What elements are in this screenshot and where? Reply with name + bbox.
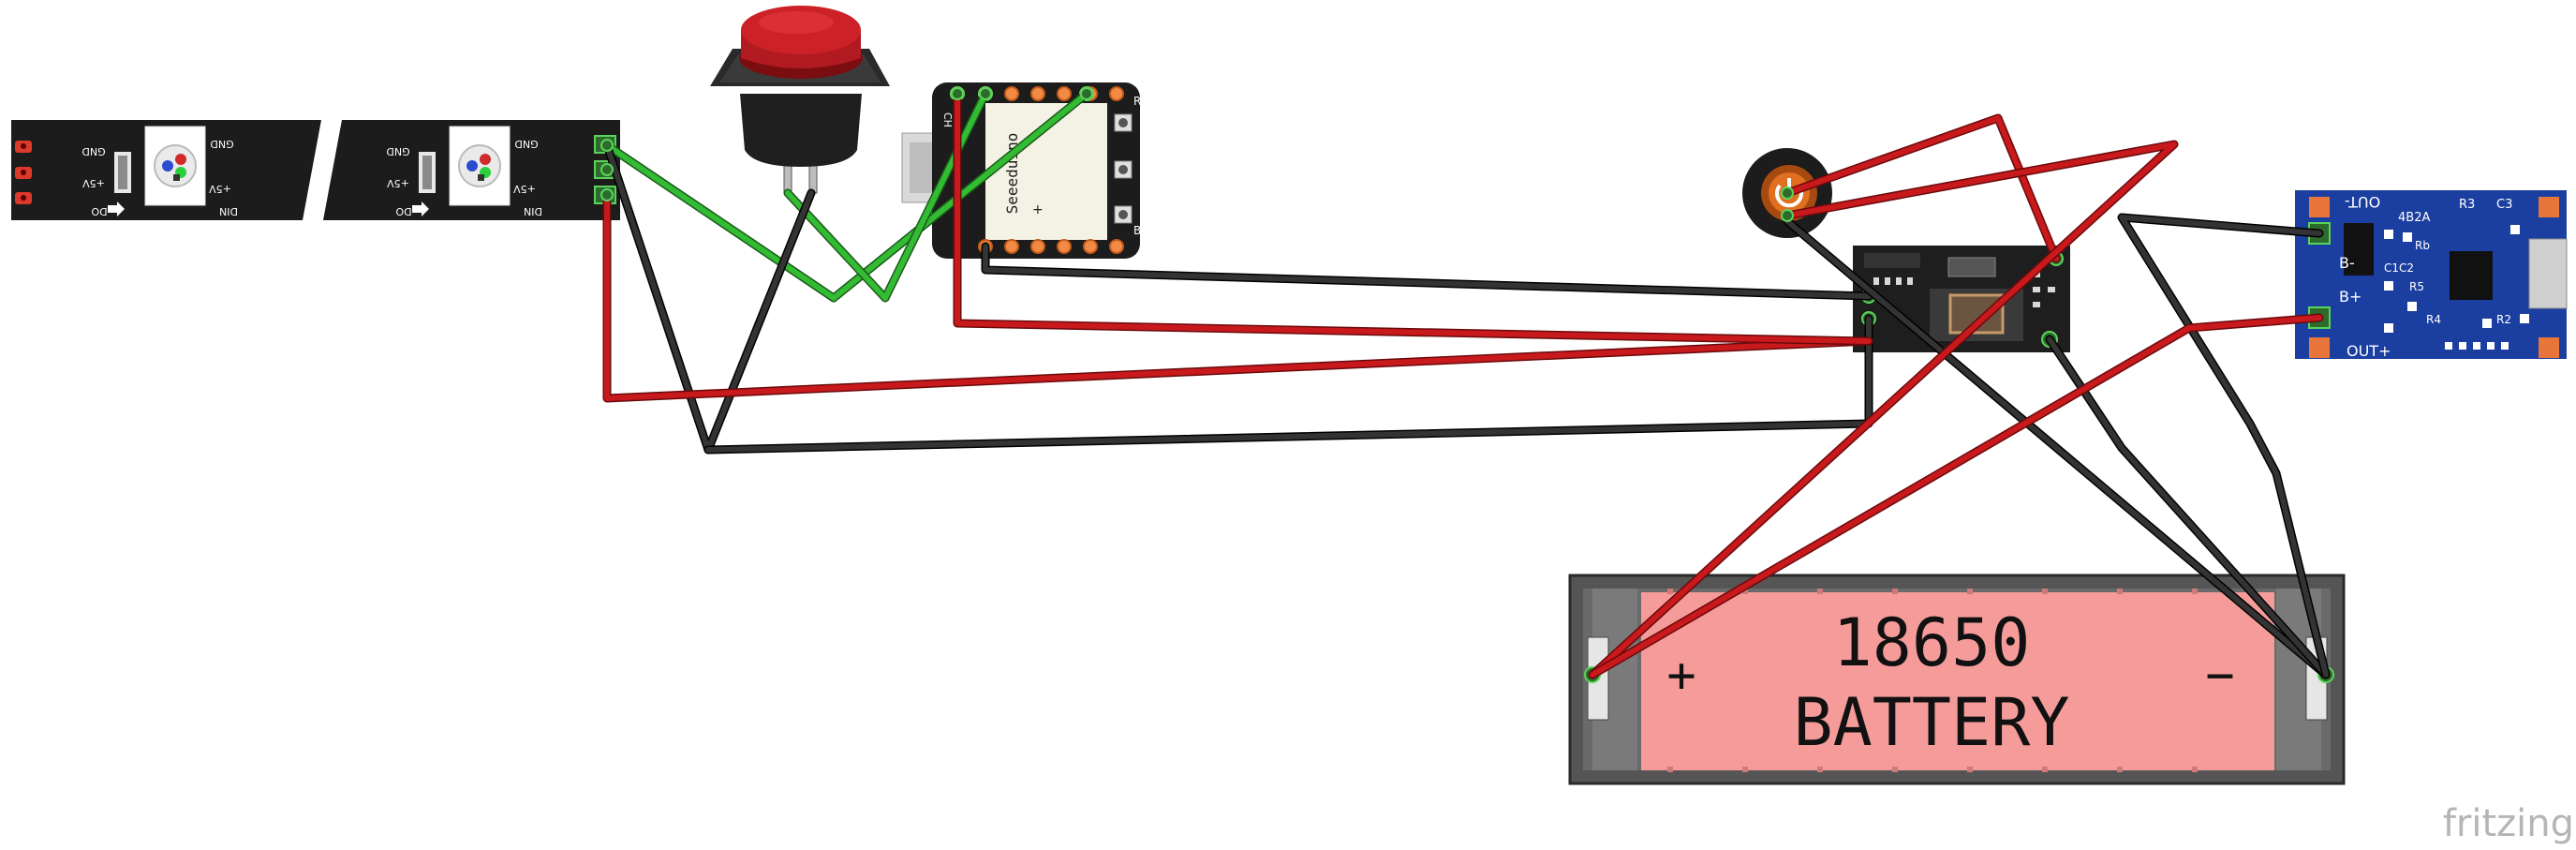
led1-din: DIN: [219, 205, 238, 217]
led1-gnd-left: GND: [81, 145, 105, 157]
mcu-plus: +: [1032, 202, 1044, 217]
led-unit-1: GND +5V DO GND +5V DIN: [81, 126, 238, 217]
charger-b-plus: B+: [2339, 288, 2361, 306]
led1-5v-right: +5V: [209, 183, 231, 195]
led2-do: DO: [395, 205, 411, 217]
mcu-pin-r: R: [1133, 95, 1141, 108]
fritzing-watermark: fritzing: [2443, 802, 2574, 845]
led2-gnd-left: GND: [386, 145, 409, 157]
battery-line1: 18650: [1833, 604, 2031, 681]
charger-module: OUT- B- B+ OUT+ R3 C3 4B2A Rb C1C2 R5 R4…: [2295, 190, 2568, 360]
charger-b-minus: B-: [2339, 254, 2355, 272]
battery-body: [1641, 592, 2274, 770]
charger-c1c2: C1C2: [2384, 261, 2414, 275]
led1-gnd-right: GND: [210, 138, 233, 150]
led2-5v-right: +5V: [513, 183, 536, 195]
charger-out-minus: OUT-: [2345, 193, 2380, 211]
led1-5v-left: +5V: [82, 177, 105, 189]
mcu-pin-ch: CH: [941, 112, 954, 127]
charger-r5: R5: [2409, 280, 2424, 293]
charger-rb: Rb: [2415, 239, 2430, 252]
charger-out-plus: OUT+: [2347, 342, 2391, 360]
led2-gnd-right: GND: [514, 138, 538, 150]
charger-ic-code: 4B2A: [2398, 211, 2430, 225]
battery-minus-label: −: [2205, 648, 2234, 704]
charger-r2: R2: [2496, 313, 2511, 326]
charger-c3: C3: [2496, 198, 2512, 212]
led-unit-2: GND +5V DO GND +5V DIN: [386, 126, 542, 217]
microcontroller-board: Seeeduino R B CH +: [901, 82, 1141, 259]
wires: [600, 87, 2331, 679]
led2-5v-left: +5V: [387, 177, 409, 189]
push-button[interactable]: [710, 6, 890, 194]
charger-r3: R3: [2459, 198, 2475, 212]
mcu-pin-b: B: [1133, 224, 1141, 237]
led-strip: GND +5V DO GND +5V DIN GND +5V DO GND +5…: [11, 120, 620, 220]
battery-holder: 18650 BATTERY + −: [1568, 574, 2346, 785]
wire-black-strip-gnd[interactable]: [602, 141, 816, 455]
led1-do: DO: [91, 205, 107, 217]
battery-line2: BATTERY: [1793, 684, 2069, 761]
led2-din: DIN: [524, 205, 542, 217]
charger-r4: R4: [2426, 313, 2441, 326]
battery-plus-label: +: [1666, 648, 1695, 704]
